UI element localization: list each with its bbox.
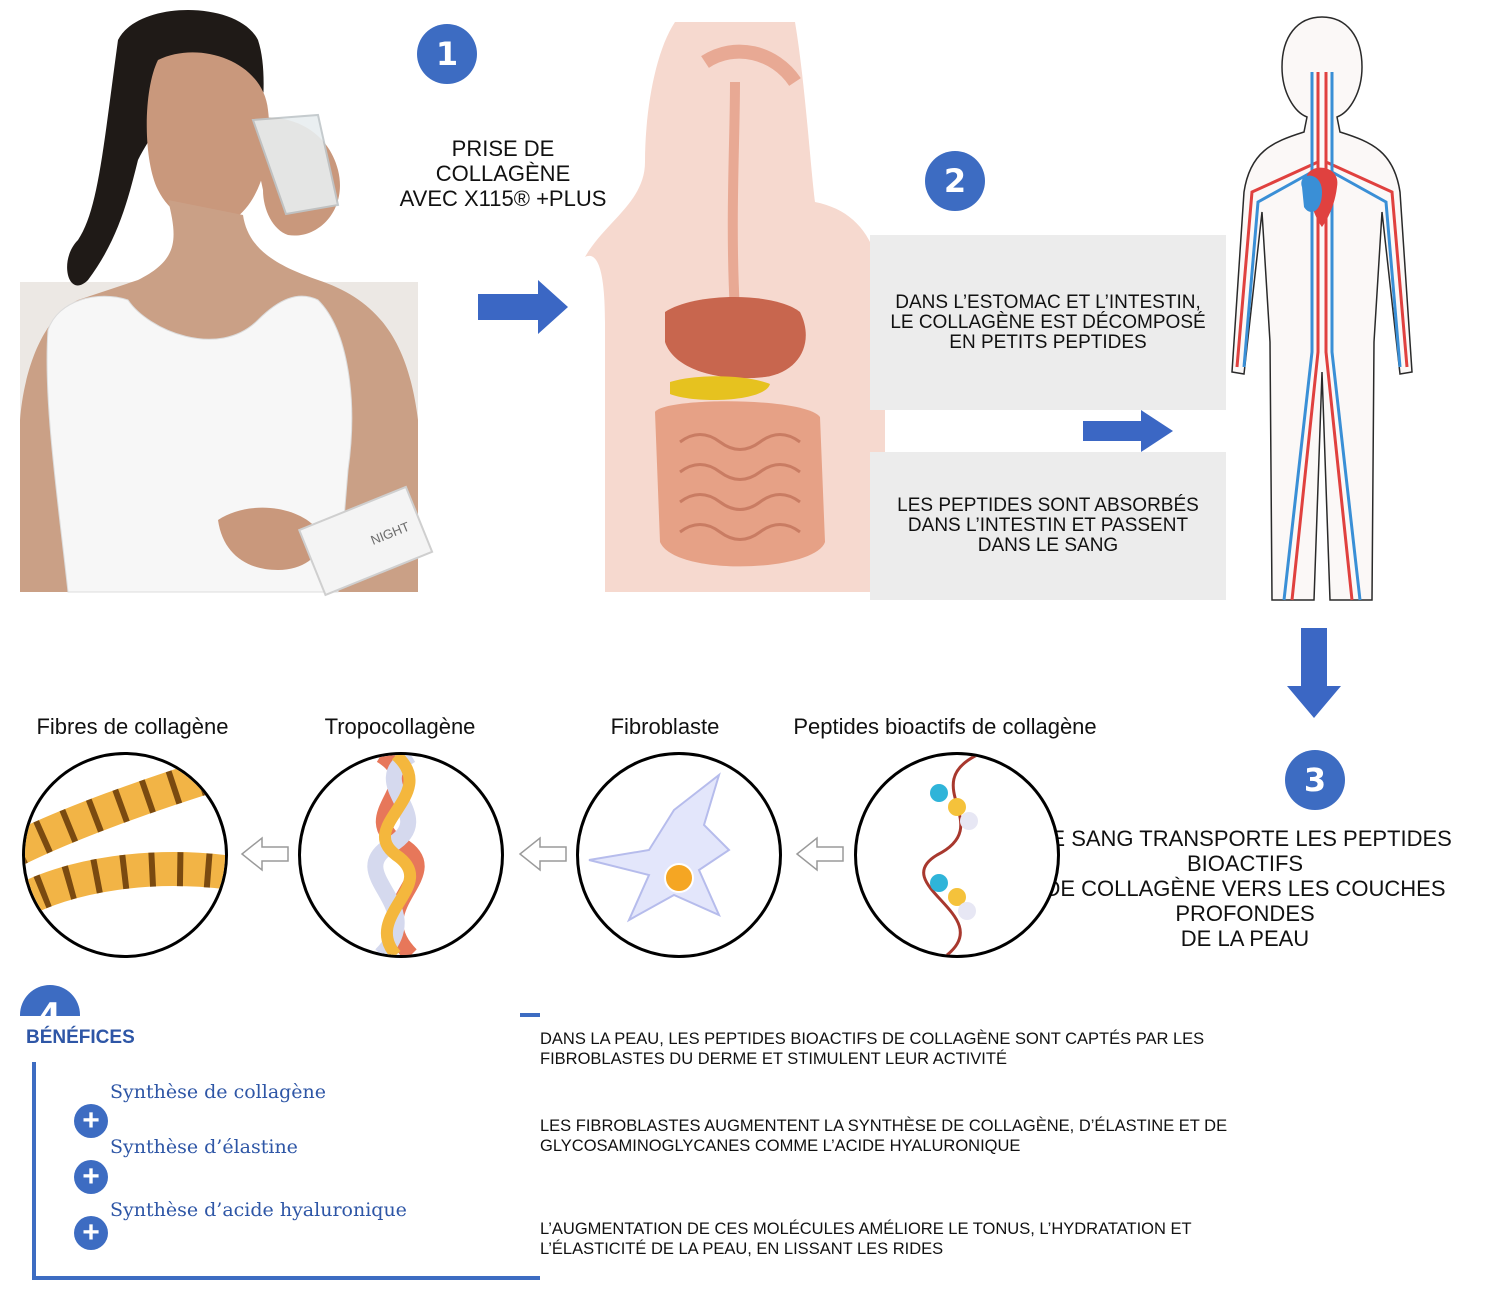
step-2-stomach-box: DANS L’ESTOMAC ET L’INTESTIN, LE COLLAGÈ… <box>870 235 1226 410</box>
step-1-caption-line: AVEC X115® +PLUS <box>399 186 607 211</box>
step-1-caption-line: PRISE DE <box>451 136 555 161</box>
step-3-badge: 3 <box>1285 750 1345 810</box>
benefits-title-strip <box>18 1016 140 1056</box>
step-3-caption-line: DE COLLAGÈNE VERS LES COUCHES <box>1044 876 1446 901</box>
stage-label-tropocollagen: Tropocollagène <box>324 714 476 739</box>
step-1-badge: 1 <box>417 24 477 84</box>
plus-icon: + <box>74 1216 108 1250</box>
fibroblast-cell-icon <box>588 772 731 923</box>
collagen-fibers-circle <box>22 752 228 958</box>
step-3-caption-line: PROFONDES <box>1175 901 1315 926</box>
stage-label-fibroblast: Fibroblaste <box>610 714 720 739</box>
stage-label-collagen-fibers: Fibres de collagène <box>36 714 229 739</box>
plus-icon: + <box>74 1160 108 1194</box>
arrow-right-icon <box>1083 410 1173 452</box>
tropocollagen-circle <box>298 752 504 958</box>
benefits-bracket-vertical <box>32 1062 36 1280</box>
skin-text-3: L’AUGMENTATION DE CES MOLÉCULES AMÉLIORE… <box>540 1220 1192 1258</box>
digestive-system-illustration <box>585 22 885 592</box>
benefits-bracket-horizontal <box>32 1276 540 1280</box>
plus-icon: + <box>74 1104 108 1138</box>
step-2-absorption-box: LES PEPTIDES SONT ABSORBÉS DANS L’INTEST… <box>870 452 1226 600</box>
arrow-right-icon <box>478 280 568 334</box>
skin-text-1: DANS LA PEAU, LES PEPTIDES BIOACTIFS DE … <box>540 1030 1205 1068</box>
step-1-caption: PRISE DE COLLAGÈNE AVEC X115® +PLUS <box>392 136 614 211</box>
step-3-caption-line: LE SANG TRANSPORTE LES PEPTIDES <box>1038 826 1452 851</box>
woman-drinking-illustration: NIGHT <box>20 10 434 597</box>
benefit-elastin-synthesis: Synthèse d’élastine <box>110 1136 298 1158</box>
step-1-caption-line: COLLAGÈNE <box>435 161 571 186</box>
divider-tick <box>520 1013 540 1017</box>
arrow-left-icon <box>240 836 289 872</box>
circulatory-system-illustration <box>1231 16 1413 601</box>
step-2-badge: 2 <box>925 151 985 211</box>
arrow-left-icon <box>795 836 844 872</box>
benefit-collagen-synthesis: Synthèse de collagène <box>110 1081 327 1103</box>
fibroblast-circle <box>576 752 782 958</box>
benefits-title: BÉNÉFICES <box>26 1027 135 1048</box>
step-3-caption-line: BIOACTIFS <box>1186 851 1304 876</box>
step-3-caption: LE SANG TRANSPORTE LES PEPTIDES BIOACTIF… <box>1035 826 1455 951</box>
arrow-down-icon <box>1287 628 1341 718</box>
skin-text-2: LES FIBROBLASTES AUGMENTENT LA SYNTHÈSE … <box>540 1117 1228 1155</box>
peptide-chain-icon <box>922 755 978 955</box>
step-3-caption-line: DE LA PEAU <box>1180 926 1310 951</box>
bioactive-peptides-circle <box>854 752 1060 958</box>
benefit-hyaluronic-synthesis: Synthèse d’acide hyaluronique <box>110 1199 407 1221</box>
arrow-left-icon <box>518 836 567 872</box>
triple-helix-icon <box>367 755 425 955</box>
stage-label-bioactive-peptides: Peptides bioactifs de collagène <box>793 714 1097 739</box>
collagen-fibers-icon <box>25 755 225 919</box>
